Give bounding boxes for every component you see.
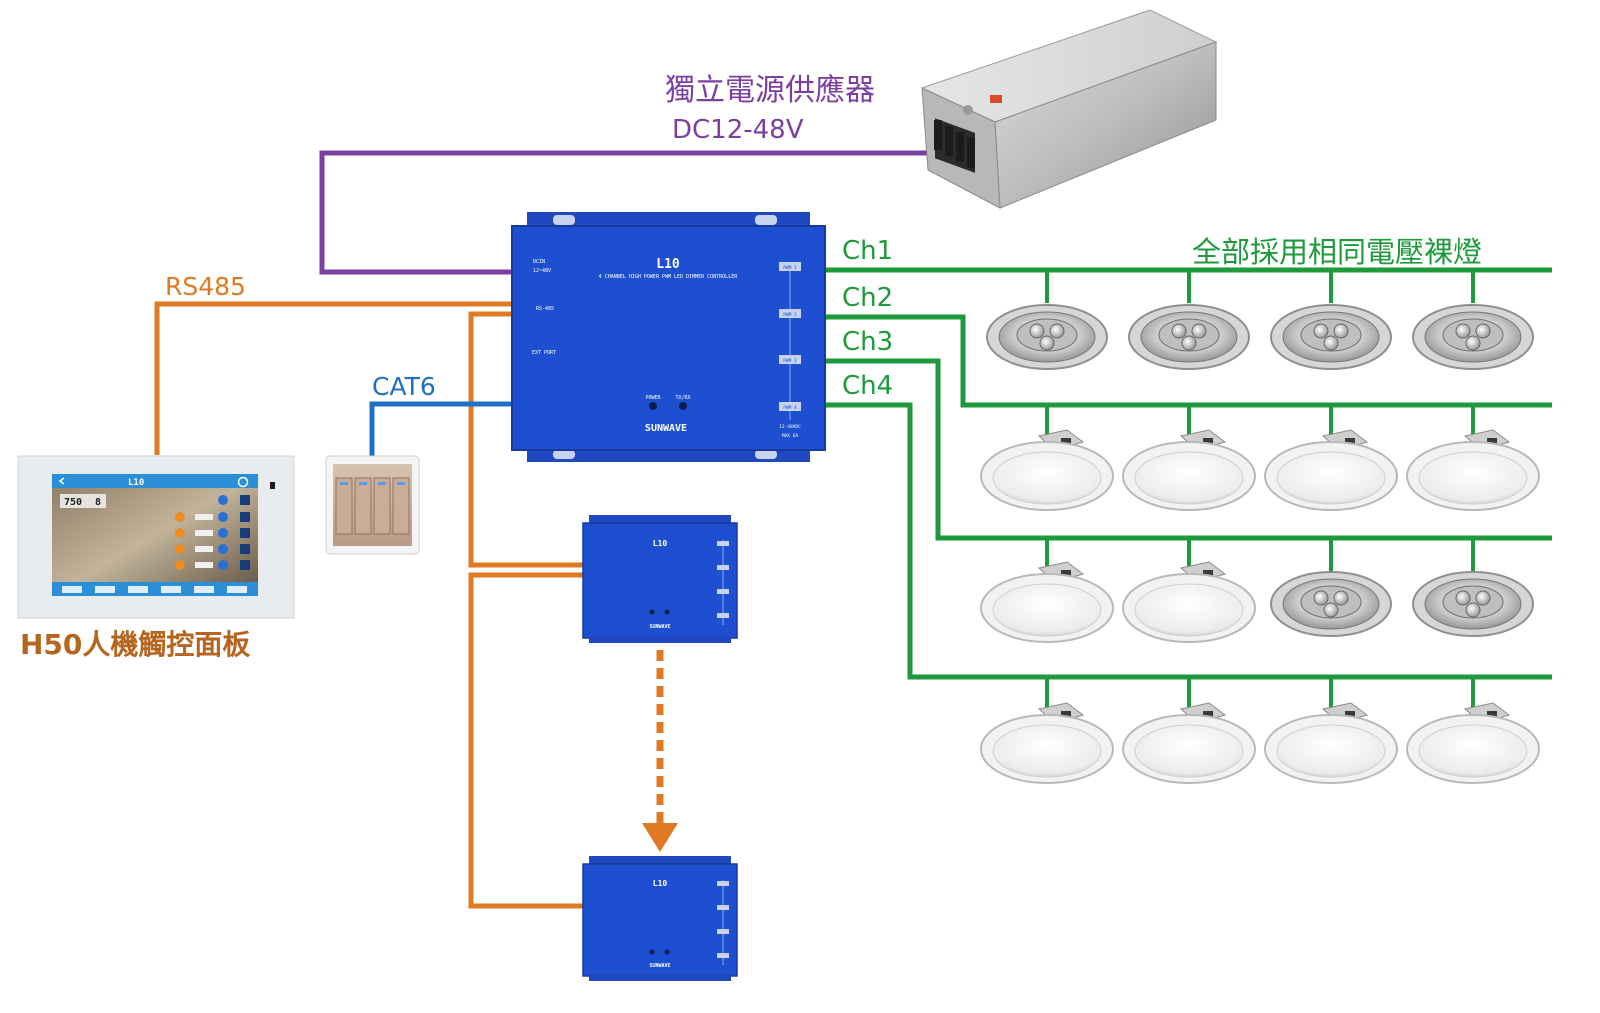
controller-dcin: DCIN — [533, 259, 545, 265]
downlight-lamp-icon — [1122, 702, 1256, 784]
secondary-controller-1 — [582, 515, 738, 643]
power-supply-unit — [920, 9, 1218, 209]
downlight-lamp-icon — [980, 561, 1114, 643]
secondary-controller-1-model: L10 — [653, 539, 668, 548]
ch2-label: Ch2 — [842, 283, 893, 313]
spot-lamp-icon — [1128, 304, 1250, 370]
spot-lamp-icon — [1412, 571, 1534, 637]
ch3-label: Ch3 — [842, 327, 893, 357]
controller-out-max: MAX 6A — [782, 433, 799, 439]
spot-lamp-icon — [1270, 571, 1392, 637]
controller-model: L10 — [656, 257, 680, 272]
controller-labels: L10 4 CHANNEL HIGH POWER PWM LED DIMMER … — [532, 257, 801, 439]
rs485-label: RS485 — [165, 272, 246, 301]
downlight-lamp-icon — [1264, 702, 1398, 784]
controller-ext-port: EXT PORT — [532, 350, 556, 356]
touch-panel-screen-digit: 8 — [95, 497, 101, 508]
touch-panel-screen-title: L10 — [128, 478, 144, 488]
downlight-lamp-icon — [1406, 429, 1540, 511]
downlight-lamp-icon — [1406, 702, 1540, 784]
chevron-left-icon — [58, 477, 65, 485]
rs485-wire — [154, 301, 512, 455]
ch4-label: Ch4 — [842, 371, 893, 401]
controller-pwm2: PWM 2 — [783, 312, 797, 318]
secondary-controller-2-labels: L10 SUNWAVE — [649, 879, 670, 969]
touch-panel — [17, 455, 295, 619]
cat6-label: CAT6 — [372, 372, 436, 401]
touch-panel-screen-text: L10 750 8 — [64, 478, 144, 508]
voltage-label: DC12-48V — [672, 115, 804, 145]
power-supply-label: 獨立電源供應器 — [665, 73, 875, 108]
downlight-lamp-icon — [1122, 561, 1256, 643]
controller-out-spec: 12-48VDC — [779, 424, 801, 430]
downlight-lamp-icon — [980, 702, 1114, 784]
secondary-controller-1-brand: SUNWAVE — [649, 624, 670, 630]
ch3-wire — [826, 358, 1552, 541]
gear-icon — [237, 476, 249, 488]
secondary-controller-2 — [582, 856, 738, 981]
main-controller — [511, 212, 826, 462]
downlight-lamp-icon — [1264, 429, 1398, 511]
controller-pwm1: PWM 1 — [783, 265, 797, 271]
wall-switch — [325, 455, 420, 555]
controller-power-label: POWER — [645, 395, 661, 401]
secondary-controller-2-model: L10 — [653, 879, 668, 888]
lamps-note-label: 全部採用相同電壓裸燈 — [1192, 235, 1482, 269]
controller-subtitle: 4 CHANNEL HIGH POWER PWM LED DIMMER CONT… — [599, 274, 738, 280]
panel-label: H50人機觸控面板 — [20, 628, 250, 661]
cat6-wire — [369, 401, 512, 460]
lamp-drop-wires — [1045, 270, 1475, 712]
bus-wire-a — [468, 311, 585, 568]
spot-lamp-icon — [986, 304, 1108, 370]
expansion-arrow-head — [642, 823, 678, 852]
controller-dcin-range: 12~48V — [533, 268, 551, 274]
touch-panel-screen-value: 750 — [64, 497, 82, 508]
secondary-controller-2-brand: SUNWAVE — [649, 963, 670, 969]
downlight-lamp-icon — [1122, 429, 1256, 511]
lamp-array — [980, 304, 1540, 784]
ch2-wire — [826, 314, 1552, 408]
controller-rs485-port: RS-485 — [536, 306, 554, 312]
ch1-label: Ch1 — [842, 236, 893, 266]
controller-brand: SUNWAVE — [645, 423, 687, 434]
power-wire — [319, 150, 928, 275]
downlight-lamp-icon — [980, 429, 1114, 511]
controller-pwm3: PWM 3 — [783, 358, 797, 364]
spot-lamp-icon — [1270, 304, 1392, 370]
bus-wire-b — [468, 572, 585, 909]
controller-pwm4: PWM 4 — [783, 405, 797, 411]
secondary-controller-1-labels: L10 SUNWAVE — [649, 539, 670, 630]
ch4-wire — [826, 402, 1552, 680]
controller-txrx-label: TX/RX — [675, 395, 690, 401]
spot-lamp-icon — [1412, 304, 1534, 370]
